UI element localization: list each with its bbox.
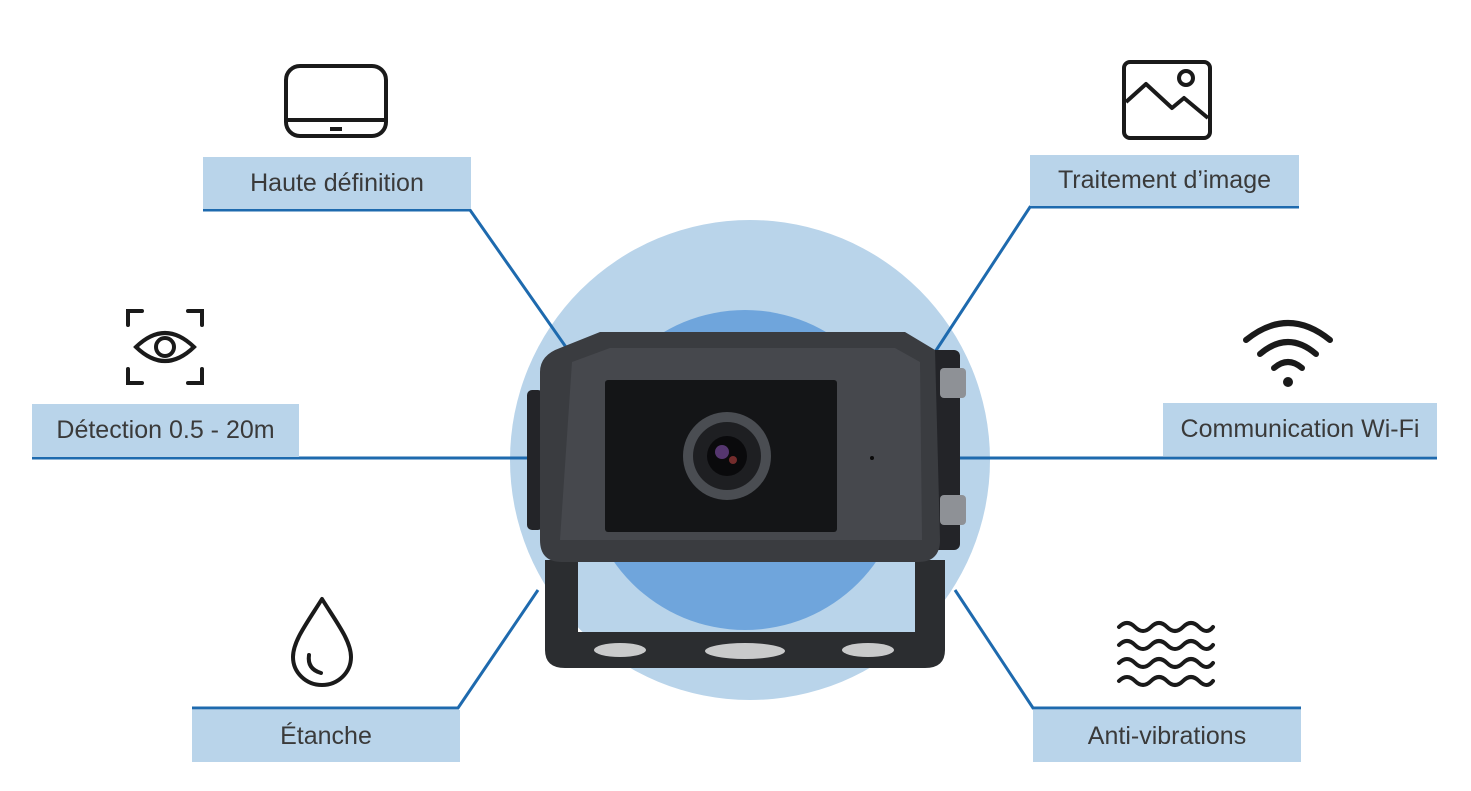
label-detection-text: Détection 0.5 - 20m [56, 416, 275, 444]
waves-icon [1117, 621, 1215, 687]
label-vibration: Anti-vibrations [1033, 710, 1301, 762]
wifi-icon [1243, 320, 1333, 387]
water-drop-icon [291, 597, 353, 687]
connector-vibration [953, 589, 1301, 710]
label-waterproof: Étanche [192, 710, 460, 762]
label-hd: Haute définition [203, 157, 471, 209]
label-hd-text: Haute définition [250, 168, 424, 197]
image-icon [1122, 60, 1212, 140]
label-image: Traitement d’image [1030, 155, 1299, 206]
camera-bracket [545, 560, 945, 668]
connector-hd [203, 208, 570, 351]
label-detection: Détection 0.5 - 20m [32, 404, 299, 457]
label-wifi-text: Communication Wi-Fi [1180, 415, 1420, 443]
connector-image [933, 205, 1299, 353]
label-waterproof-text: Étanche [280, 721, 372, 750]
label-wifi: Communication Wi-Fi [1163, 403, 1437, 456]
label-image-text: Traitement d’image [1057, 166, 1272, 194]
connector-waterproof [192, 589, 540, 710]
monitor-icon [284, 64, 388, 138]
label-vibration-text: Anti-vibrations [1087, 721, 1247, 750]
eye-scan-icon [126, 309, 204, 385]
camera-image [527, 332, 966, 668]
